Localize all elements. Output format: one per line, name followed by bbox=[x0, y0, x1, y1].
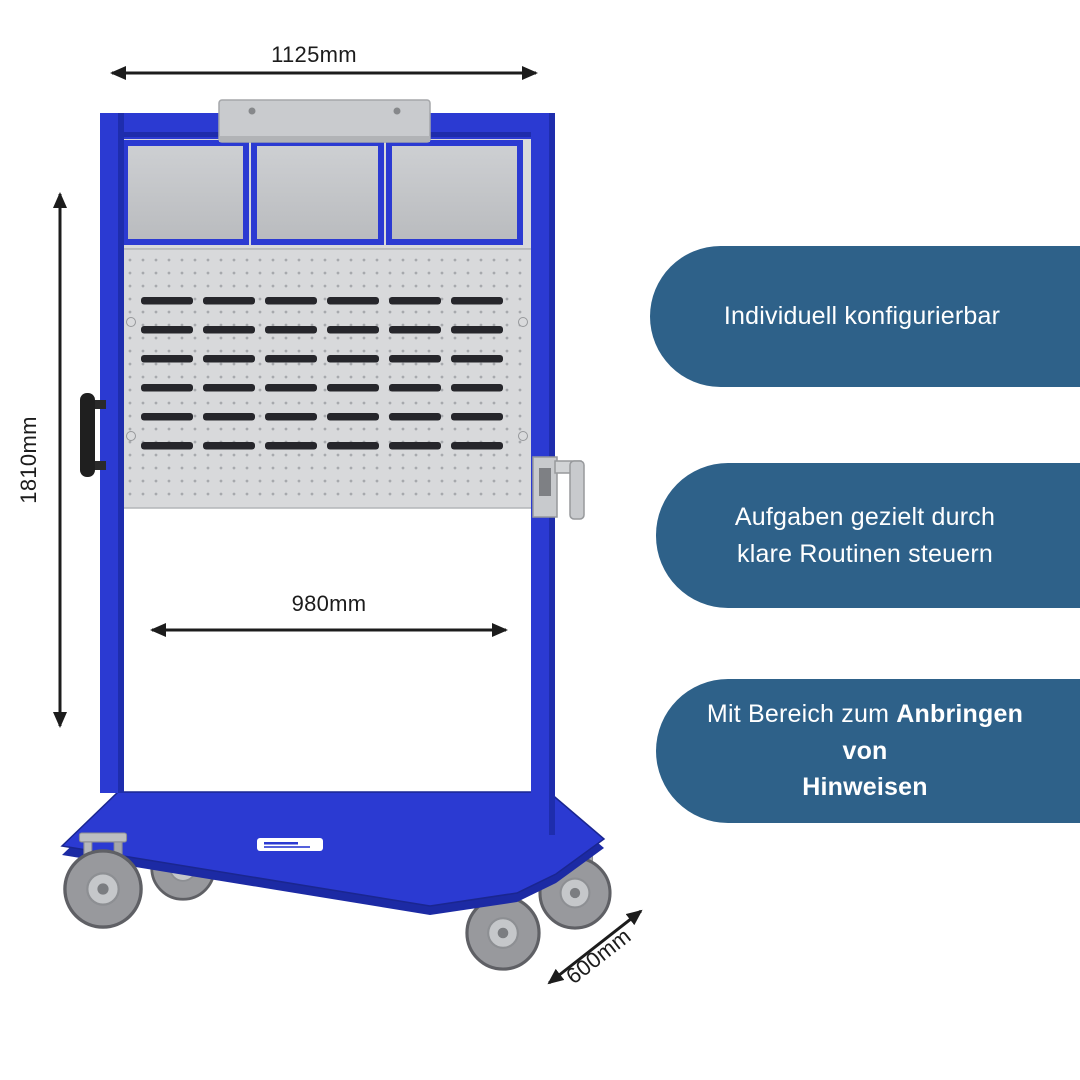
document-frame-2 bbox=[251, 140, 384, 245]
top-clamp-bracket bbox=[218, 99, 431, 143]
dimension-arrow-height: 1810mm bbox=[16, 192, 67, 728]
callout-line: klare Routinen steuern bbox=[737, 539, 993, 568]
screw bbox=[518, 431, 528, 441]
brand-logo bbox=[257, 838, 323, 851]
base-plate-top bbox=[60, 791, 606, 907]
bracket-hole bbox=[248, 107, 256, 115]
document-frames bbox=[122, 140, 523, 245]
callout-bold: Anbringen von bbox=[842, 700, 1024, 765]
accessory-holder bbox=[532, 456, 585, 520]
dim-depth-label: 600mm bbox=[561, 923, 635, 989]
screw bbox=[126, 317, 136, 327]
dim-width-label: 1125mm bbox=[271, 42, 357, 67]
dim-inner-width-label: 980mm bbox=[292, 591, 367, 616]
callout-line: Aufgaben gezielt durch bbox=[734, 503, 996, 531]
callout-line: Mit Bereich zum Anbringen von bbox=[686, 696, 1044, 769]
left-upright bbox=[100, 113, 124, 793]
louvre-slots bbox=[141, 297, 513, 469]
dimension-arrow-inner-width: 980mm bbox=[150, 591, 508, 637]
callout-notices: Mit Bereich zum Anbringen von Hinweisen bbox=[656, 679, 1080, 823]
mobile-board-cart bbox=[60, 99, 612, 971]
bracket-hole bbox=[393, 107, 401, 115]
dimension-arrow-width: 1125mm bbox=[110, 42, 538, 80]
callout-line: Hinweisen bbox=[802, 769, 927, 806]
screw bbox=[518, 317, 528, 327]
callout-text: Individuell konfigurierbar bbox=[723, 302, 1001, 331]
perforated-panel bbox=[117, 248, 537, 509]
base-plate bbox=[60, 791, 606, 915]
holder-slot bbox=[539, 468, 551, 496]
push-handle bbox=[80, 393, 106, 477]
screw bbox=[126, 431, 136, 441]
dim-height-label: 1810mm bbox=[16, 416, 41, 503]
callout-lead: Mit Bereich zum bbox=[706, 700, 897, 729]
document-frame-1 bbox=[122, 140, 249, 245]
callout-routines: Aufgaben gezielt durch klare Routinen st… bbox=[656, 463, 1080, 608]
callout-configurable: Individuell konfigurierbar bbox=[650, 246, 1080, 387]
document-frame-3 bbox=[386, 140, 523, 245]
callout-bold: Hinweisen bbox=[802, 773, 928, 802]
